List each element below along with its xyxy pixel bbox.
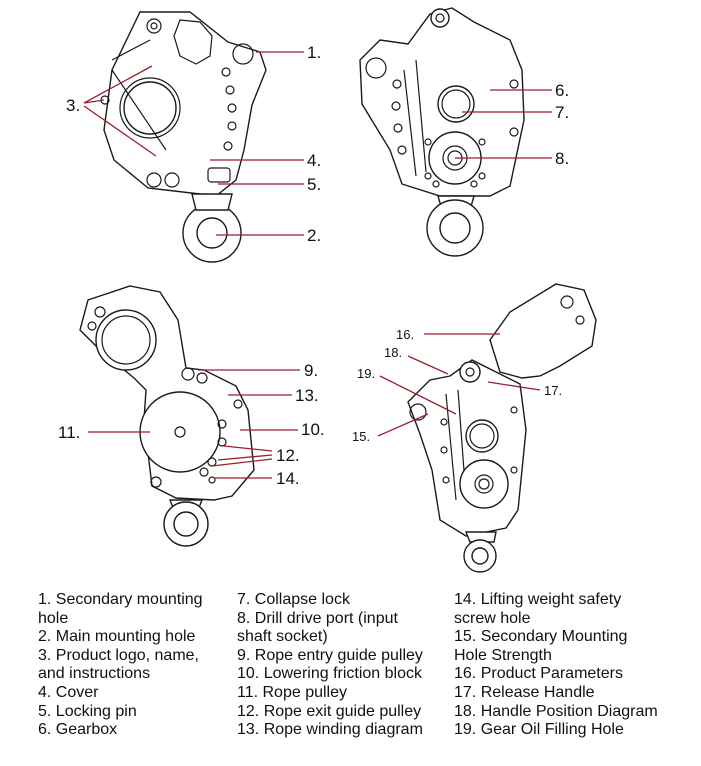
callout-2: 2. [307, 226, 321, 245]
legend-column-3: 14. Lifting weight safety screw hole 15.… [454, 591, 694, 740]
legend-item: 2. Main mounting hole [38, 628, 196, 646]
legend-item: 11. Rope pulley [237, 683, 347, 701]
callout-18: 18. [384, 345, 402, 360]
callout-5: 5. [307, 175, 321, 194]
callout-11: 11. [58, 423, 80, 442]
legend-item: 7. Collapse lock [237, 591, 350, 608]
open-back-view [377, 283, 597, 573]
legend-item: 15. Secondary Mounting Hole Strength [454, 628, 628, 664]
legend-column-1: 1. Secondary mounting hole 2. Main mount… [38, 591, 230, 740]
callout-17: 17. [544, 383, 562, 398]
device-diagram: 1. 2. 3. 4. 5. 6. 7. 8. 9. 10. 11. 12. 1… [58, 7, 597, 573]
legend-item: 10. Lowering friction block [237, 665, 422, 683]
callout-4: 4. [307, 151, 321, 170]
legend-item: 18. Handle Position Diagram [454, 702, 658, 720]
callout-14: 14. [276, 469, 300, 488]
legend-item: 3. Product logo, name, and instructions [38, 646, 199, 683]
legend-item: 6. Gearbox [38, 721, 118, 739]
legend-column-2: 7. Collapse lock 8. Drill drive port (in… [237, 591, 447, 740]
legend-item: 13. Rope winding diagram [237, 721, 423, 739]
callout-19: 19. [357, 366, 375, 381]
callout-3: 3. [66, 96, 80, 115]
legend-item: 5. Locking pin [38, 702, 137, 720]
legend-item: 19. Gear Oil Filling Hole [454, 721, 624, 739]
callout-16: 16. [396, 327, 414, 342]
callout-9: 9. [304, 361, 318, 380]
callout-7: 7. [555, 103, 569, 122]
callout-10: 10. [301, 420, 325, 439]
callout-6: 6. [555, 81, 569, 100]
legend-item: 9. Rope entry guide pulley [237, 646, 423, 664]
callout-15: 15. [352, 429, 370, 444]
legend-item: 8. Drill drive port (input shaft socket) [237, 609, 398, 646]
callout-13: 13. [295, 386, 319, 405]
callout-8: 8. [555, 149, 569, 168]
front-view [83, 11, 304, 263]
callout-1: 1. [307, 43, 321, 62]
back-view [359, 7, 552, 257]
open-front-view [79, 285, 300, 547]
callout-12: 12. [276, 446, 300, 465]
legend-item: 12. Rope exit guide pulley [237, 702, 422, 720]
legend-item: 1. Secondary mounting hole [38, 591, 203, 627]
legend-item: 17. Release Handle [454, 683, 595, 701]
legend-item: 4. Cover [38, 683, 99, 701]
legend-item: 16. Product Parameters [454, 665, 623, 683]
legend-item: 14. Lifting weight safety screw hole [454, 591, 622, 627]
